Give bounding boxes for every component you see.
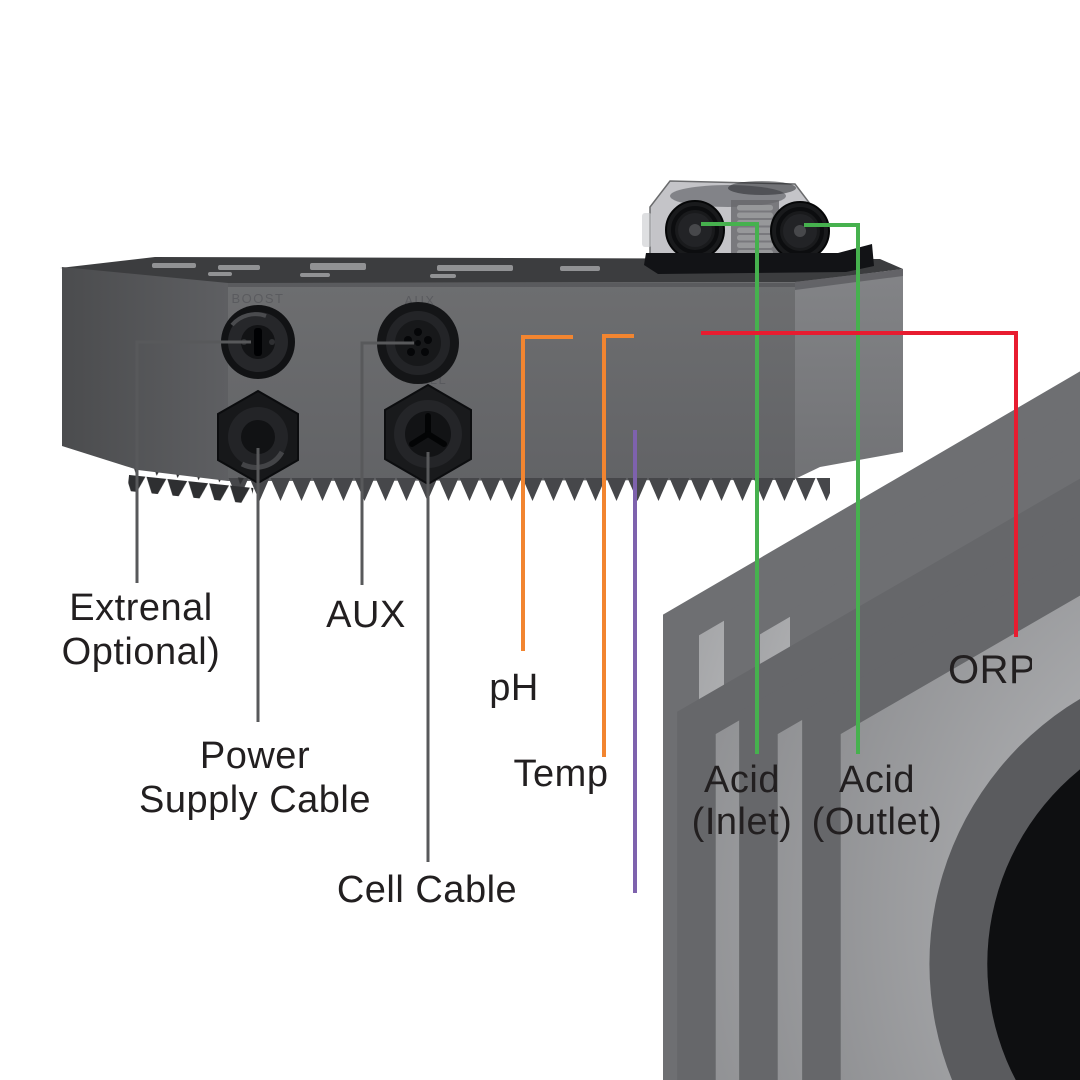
top-panel-markings (152, 263, 600, 278)
heatsink-fins (228, 478, 830, 503)
ph-leader-line (521, 335, 573, 651)
acid-inlet-port (665, 200, 725, 260)
acid-inlet-leader-line (701, 222, 759, 754)
acid-outlet-label: Acid (Outlet) (811, 759, 943, 843)
power-supply-label: Power Supply Cable (138, 735, 372, 821)
boost-connector (221, 305, 295, 379)
cell-cable-gland (384, 383, 472, 486)
external-leader-line (135, 340, 251, 583)
aux-leader-line (360, 341, 414, 585)
aux-label: AUX (326, 594, 406, 636)
device-front-face (228, 282, 795, 481)
device-right-face (795, 269, 903, 479)
device-right-top-edge (795, 269, 903, 290)
power-cable-gland (217, 389, 299, 485)
temp-leader-line (602, 334, 634, 757)
boost-port-label: BOOST (231, 291, 284, 306)
acid-inlet-label: Acid (Inlet) (691, 759, 793, 843)
orp-leader-line (701, 331, 1018, 637)
temp-label: Temp (513, 753, 609, 795)
acid-outlet-leader-line (804, 223, 860, 754)
orp-label: ORP (948, 648, 1032, 692)
ph-label: pH (489, 667, 539, 709)
device-top-edge-shadow (228, 283, 795, 287)
device-left-face (62, 267, 228, 481)
external-label: Extrenal Optional) (61, 587, 221, 673)
cell-cable-label: Cell Cable (336, 869, 518, 911)
acid-pump-head (642, 180, 874, 274)
acid-outlet-port (770, 201, 830, 261)
device-body: BOOST AUX CELL (60, 257, 903, 504)
aux-connector (377, 302, 459, 384)
heatsink-fins-left (127, 466, 255, 504)
